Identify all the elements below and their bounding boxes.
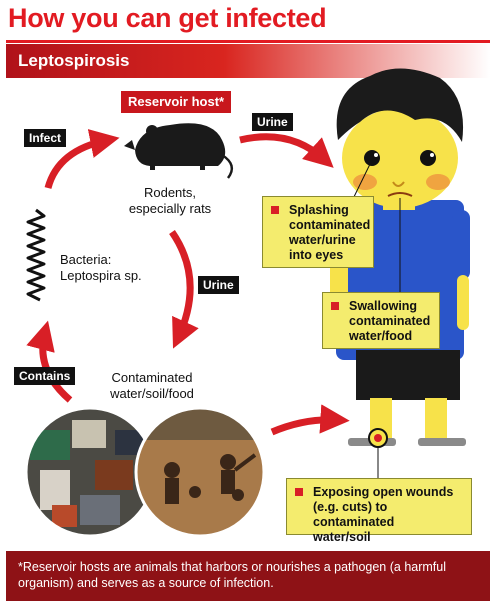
rodents-caption: Rodents, especially rats bbox=[128, 185, 212, 216]
route-note-eyes: Splashing contaminated water/urine into … bbox=[262, 196, 374, 268]
contaminated-caption: Contaminated water/soil/food bbox=[110, 370, 194, 401]
arrow-infect bbox=[44, 129, 120, 190]
bullet-icon bbox=[295, 488, 303, 496]
urine-label-top: Urine bbox=[252, 113, 293, 131]
arrow-urine-down bbox=[169, 230, 199, 349]
bullet-icon bbox=[271, 206, 279, 214]
arrow-soil-to-boy bbox=[270, 404, 350, 436]
arrow-urine-to-boy bbox=[239, 133, 334, 168]
bacteria-caption: Bacteria: Leptospira sp. bbox=[60, 252, 142, 283]
flood-photo bbox=[136, 408, 264, 536]
infect-label: Infect bbox=[24, 129, 67, 147]
urine-label-mid: Urine bbox=[198, 276, 239, 294]
title-rule bbox=[6, 40, 490, 43]
contains-label: Contains bbox=[14, 367, 76, 385]
garbage-photo bbox=[26, 408, 154, 536]
bullet-icon bbox=[331, 302, 339, 310]
rat-icon bbox=[124, 123, 234, 179]
route-note-swallowing: Swallowing contaminated water/food bbox=[322, 292, 440, 349]
footnote: *Reservoir hosts are animals that harbor… bbox=[6, 551, 490, 601]
section-label: Leptospirosis bbox=[18, 51, 130, 70]
route-note-wounds: Exposing open wounds (e.g. cuts) to cont… bbox=[286, 478, 472, 544]
page-title: How you can get infected bbox=[8, 3, 327, 33]
reservoir-host-label: Reservoir host* bbox=[121, 91, 232, 113]
arrow-contains bbox=[26, 320, 73, 403]
bacteria-icon bbox=[26, 208, 46, 302]
